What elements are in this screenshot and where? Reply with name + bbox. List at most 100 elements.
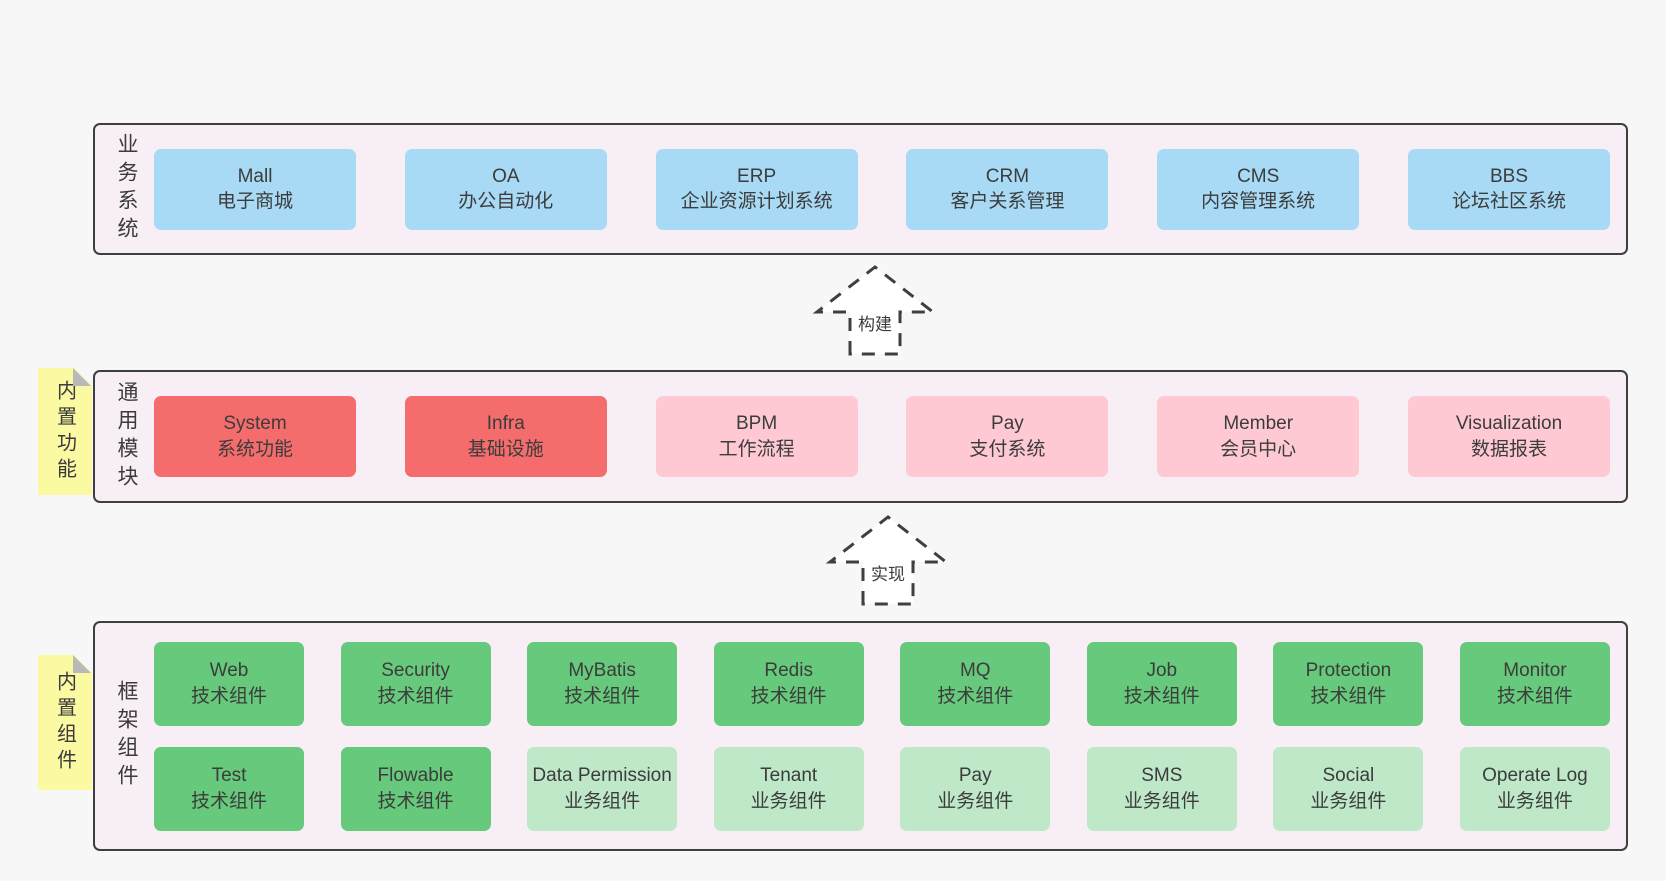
- box-subtitle: 企业资源计划系统: [680, 191, 833, 212]
- box-title: Protection: [1305, 660, 1392, 682]
- band-common-modules: 通用模块 System 系统功能 Infra 基础设施 BPM 工作流程 Pay: [93, 370, 1628, 503]
- dashed-up-arrow-build-icon: 构建: [811, 264, 939, 356]
- band-modules-rows: System 系统功能 Infra 基础设施 BPM 工作流程 Pay 支付系统…: [154, 372, 1610, 501]
- box-subtitle: 业务组件: [1123, 790, 1200, 812]
- box-title: CRM: [985, 165, 1030, 187]
- box-title: Test: [211, 765, 247, 787]
- box-monitor: Monitor 技术组件: [1459, 641, 1610, 726]
- box-system: System 系统功能: [154, 396, 356, 477]
- box-data-permission: Data Permission 业务组件: [527, 746, 678, 831]
- box-subtitle: 电子商城: [216, 191, 293, 212]
- band-label-text: 业务系统: [115, 133, 138, 245]
- box-subtitle: 业务组件: [937, 790, 1014, 812]
- band-framework-rows: Web 技术组件 Security 技术组件 MyBatis 技术组件 Redi…: [154, 623, 1610, 849]
- band-business-label: 业务系统: [101, 125, 151, 253]
- box-title: Monitor: [1503, 660, 1567, 682]
- box-security: Security 技术组件: [340, 641, 491, 726]
- note-built-in-components: 内置组件: [38, 655, 92, 790]
- box-subtitle: 技术组件: [1310, 685, 1387, 707]
- box-erp: ERP 企业资源计划系统: [655, 148, 858, 230]
- box-redis: Redis 技术组件: [713, 641, 864, 726]
- box-title: Redis: [764, 660, 813, 682]
- box-title: Data Permission: [532, 765, 672, 787]
- band-framework-components: 框架组件 Web 技术组件 Security 技术组件 MyBatis 技术组件…: [93, 621, 1628, 851]
- box-title: Pay: [958, 765, 992, 787]
- box-test: Test 技术组件: [154, 746, 304, 831]
- box-oa: OA 办公自动化: [404, 148, 607, 230]
- box-subtitle: 业务组件: [1496, 790, 1573, 812]
- band-row: System 系统功能 Infra 基础设施 BPM 工作流程 Pay 支付系统…: [154, 396, 1610, 477]
- band-row: Web 技术组件 Security 技术组件 MyBatis 技术组件 Redi…: [154, 641, 1610, 726]
- box-title: ERP: [737, 165, 777, 187]
- arrow-implement-label: 实现: [868, 560, 908, 585]
- box-title: Pay: [991, 413, 1024, 435]
- dashed-up-arrow-implement-icon: 实现: [824, 514, 952, 606]
- box-subtitle: 技术组件: [190, 685, 267, 707]
- box-subtitle: 技术组件: [750, 685, 827, 707]
- box-title: SMS: [1141, 765, 1183, 787]
- box-subtitle: 技术组件: [190, 790, 267, 812]
- box-subtitle: 业务组件: [564, 790, 641, 812]
- box-operate-log: Operate Log 业务组件: [1459, 746, 1610, 831]
- note-built-in-functions: 内置功能: [38, 368, 92, 495]
- box-title: Security: [381, 660, 450, 682]
- band-business-rows: Mall 电子商城 OA 办公自动化 ERP 企业资源计划系统 CRM 客户关系…: [154, 125, 1610, 253]
- box-subtitle: 技术组件: [377, 790, 454, 812]
- box-visualization: Visualization 数据报表: [1407, 396, 1610, 477]
- note-text: 内置功能: [53, 379, 76, 484]
- box-title: CMS: [1237, 165, 1280, 187]
- box-title: BBS: [1489, 165, 1528, 187]
- box-subtitle: 技术组件: [937, 685, 1014, 707]
- box-title: Job: [1146, 660, 1178, 682]
- box-title: Visualization: [1455, 413, 1563, 435]
- box-subtitle: 业务组件: [750, 790, 827, 812]
- box-subtitle: 办公自动化: [458, 191, 554, 212]
- box-tenant: Tenant 业务组件: [713, 746, 864, 831]
- box-flowable: Flowable 技术组件: [340, 746, 491, 831]
- band-framework-label: 框架组件: [101, 623, 151, 849]
- box-subtitle: 技术组件: [564, 685, 641, 707]
- box-title: Infra: [486, 413, 525, 435]
- band-row: Test 技术组件 Flowable 技术组件 Data Permission …: [154, 746, 1610, 831]
- box-title: Web: [209, 660, 249, 682]
- box-title: System: [223, 413, 287, 435]
- box-subtitle: 数据报表: [1470, 438, 1547, 460]
- box-bpm: BPM 工作流程: [655, 396, 858, 477]
- box-title: Member: [1223, 413, 1294, 435]
- box-subtitle: 论坛社区系统: [1451, 191, 1566, 212]
- box-title: MyBatis: [568, 660, 636, 682]
- box-pay-biz: Pay 业务组件: [900, 746, 1051, 831]
- band-modules-label: 通用模块: [101, 372, 151, 501]
- box-social: Social 业务组件: [1273, 746, 1424, 831]
- box-job: Job 技术组件: [1086, 641, 1237, 726]
- box-subtitle: 会员中心: [1220, 438, 1297, 460]
- box-cms: CMS 内容管理系统: [1157, 148, 1360, 230]
- band-label-text: 通用模块: [115, 380, 138, 493]
- box-title: OA: [492, 165, 520, 187]
- box-subtitle: 业务组件: [1310, 790, 1387, 812]
- box-subtitle: 系统功能: [216, 438, 293, 460]
- box-title: Flowable: [377, 765, 454, 787]
- box-title: Tenant: [760, 765, 818, 787]
- box-subtitle: 支付系统: [969, 438, 1046, 460]
- box-mybatis: MyBatis 技术组件: [527, 641, 678, 726]
- box-subtitle: 内容管理系统: [1201, 191, 1316, 212]
- box-member: Member 会员中心: [1157, 396, 1360, 477]
- box-web: Web 技术组件: [154, 641, 304, 726]
- box-mall: Mall 电子商城: [154, 148, 356, 230]
- box-title: Social: [1322, 765, 1375, 787]
- box-pay: Pay 支付系统: [906, 396, 1109, 477]
- box-title: Mall: [237, 165, 273, 187]
- box-sms: SMS 业务组件: [1086, 746, 1237, 831]
- box-subtitle: 客户关系管理: [950, 191, 1065, 212]
- box-title: BPM: [736, 413, 778, 435]
- box-bbs: BBS 论坛社区系统: [1407, 148, 1610, 230]
- box-mq: MQ 技术组件: [900, 641, 1051, 726]
- box-subtitle: 工作流程: [718, 438, 795, 460]
- box-subtitle: 技术组件: [1123, 685, 1200, 707]
- box-protection: Protection 技术组件: [1273, 641, 1424, 726]
- band-row: Mall 电子商城 OA 办公自动化 ERP 企业资源计划系统 CRM 客户关系…: [154, 148, 1610, 230]
- box-crm: CRM 客户关系管理: [906, 148, 1109, 230]
- box-title: MQ: [959, 660, 991, 682]
